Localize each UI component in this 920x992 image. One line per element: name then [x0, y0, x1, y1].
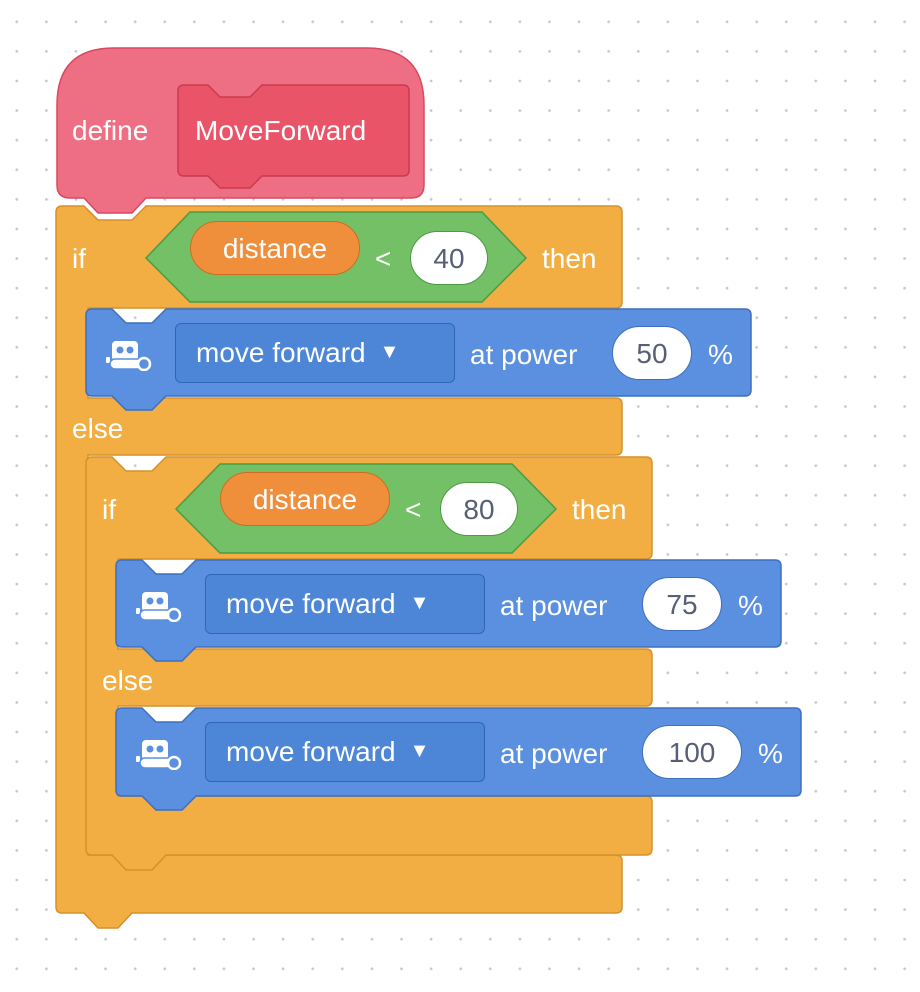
- move-direction-label: move forward: [196, 337, 366, 368]
- move-direction-dropdown[interactable]: move forward ▼: [205, 722, 485, 782]
- inner-if-else-block[interactable]: [85, 456, 653, 871]
- outer-if-label: if: [72, 243, 86, 274]
- at-power-label: at power: [470, 339, 578, 370]
- caret-down-icon: ▼: [379, 341, 400, 363]
- distance-reporter[interactable]: distance: [190, 221, 360, 275]
- at-power-label: at power: [500, 590, 608, 621]
- less-than-operator: <: [375, 243, 392, 274]
- robot-icon: [136, 740, 182, 770]
- inner-else-label: else: [102, 665, 154, 696]
- percent-label: %: [708, 339, 733, 370]
- distance-reporter[interactable]: distance: [220, 472, 390, 526]
- power-input[interactable]: 50: [612, 326, 692, 380]
- inner-if-label: if: [102, 494, 116, 525]
- move-direction-dropdown[interactable]: move forward ▼: [205, 574, 485, 634]
- percent-label: %: [758, 738, 783, 769]
- condition-value-input[interactable]: 80: [440, 482, 518, 536]
- define-keyword: define: [72, 115, 149, 146]
- at-power-label: at power: [500, 738, 608, 769]
- define-function-name: MoveForward: [195, 115, 367, 146]
- move-direction-dropdown[interactable]: move forward ▼: [175, 323, 455, 383]
- caret-down-icon: ▼: [409, 592, 430, 614]
- power-input[interactable]: 75: [642, 577, 722, 631]
- robot-icon: [136, 592, 182, 622]
- outer-else-label: else: [72, 413, 124, 444]
- move-direction-label: move forward: [226, 736, 396, 767]
- power-input[interactable]: 100: [642, 725, 742, 779]
- condition-value-input[interactable]: 40: [410, 231, 488, 285]
- less-than-operator: <: [405, 494, 422, 525]
- inner-then-label: then: [572, 494, 627, 525]
- robot-icon: [106, 341, 152, 371]
- move-direction-label: move forward: [226, 588, 396, 619]
- percent-label: %: [738, 590, 763, 621]
- define-prototype-block[interactable]: [177, 84, 410, 189]
- caret-down-icon: ▼: [409, 740, 430, 762]
- outer-then-label: then: [542, 243, 597, 274]
